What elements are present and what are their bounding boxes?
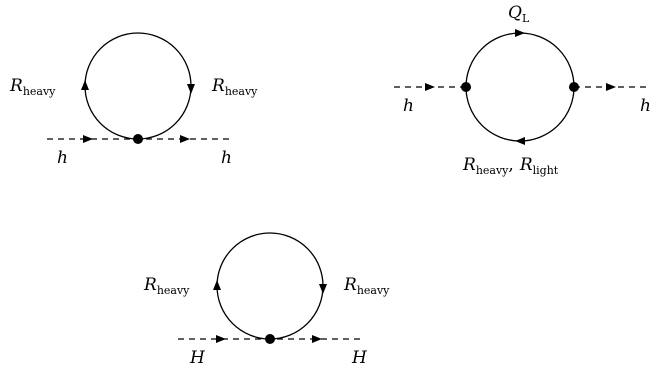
arrow-icon — [83, 135, 93, 143]
external-label-left: h — [57, 148, 68, 168]
arrow-icon — [312, 335, 322, 343]
arrow-icon — [81, 80, 89, 90]
arrow-icon — [425, 83, 435, 91]
loop-label-left: Rheavy — [9, 76, 56, 98]
vertex-dot — [265, 334, 275, 344]
loop-propagator — [465, 32, 575, 142]
arrow-icon — [180, 135, 190, 143]
diagram-bottom: Rheavy Rheavy H H — [143, 232, 390, 368]
vertex-dot — [133, 134, 143, 144]
diagram-top-right: QL Rheavy,Rlight h h — [394, 3, 651, 177]
external-label-right: H — [351, 348, 368, 368]
vertex-dot — [461, 82, 471, 92]
diagram-top-left: Rheavy Rheavy h h — [9, 32, 258, 168]
arrow-icon — [187, 84, 195, 94]
loop-label-bottom: Rheavy,Rlight — [462, 155, 559, 177]
arrow-icon — [515, 137, 525, 145]
loop-propagator — [84, 32, 192, 140]
loop-label-left: Rheavy — [143, 275, 190, 297]
external-label-left: H — [189, 348, 206, 368]
loop-label-right: Rheavy — [343, 275, 390, 297]
loop-label-top: QL — [508, 3, 530, 25]
loop-label-right: Rheavy — [211, 76, 258, 98]
vertex-dot — [569, 82, 579, 92]
external-label-right: h — [221, 148, 232, 168]
arrow-icon — [216, 335, 226, 343]
loop-propagator — [216, 232, 324, 340]
arrow-icon — [515, 29, 525, 37]
arrow-icon — [606, 83, 616, 91]
arrow-icon — [213, 280, 221, 290]
arrow-icon — [319, 284, 327, 294]
external-label-left: h — [403, 96, 414, 116]
external-label-right: h — [640, 96, 651, 116]
